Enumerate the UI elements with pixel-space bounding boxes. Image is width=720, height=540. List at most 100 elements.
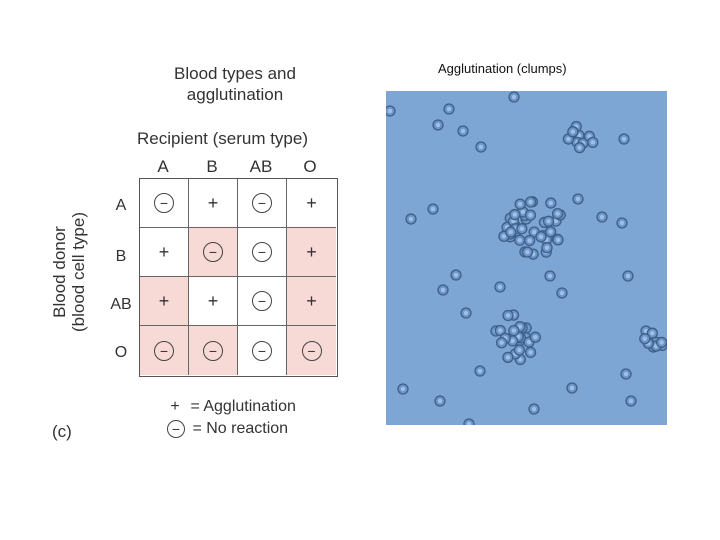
column-header-b: B	[206, 157, 218, 176]
plus-symbol: +	[207, 192, 219, 213]
diagram-title: Blood types and agglutination	[150, 63, 320, 105]
grid-cell-r2-c0: +	[140, 277, 189, 326]
blood-cell-center	[533, 334, 538, 340]
blood-cell-center	[590, 140, 596, 145]
blood-cell-center	[453, 272, 459, 278]
blood-cell-center	[527, 238, 532, 243]
blood-cell-center	[512, 212, 518, 217]
micrograph-title: Agglutination (clumps)	[438, 61, 567, 76]
plus-symbol: +	[158, 241, 170, 262]
blood-cell-center	[440, 287, 446, 293]
blood-cell-center	[505, 355, 511, 360]
blood-cell-center	[510, 338, 515, 344]
grid-cell-r0-c1: +	[189, 179, 238, 228]
agglutination-grid: −+−++−−+++−+−−−−	[139, 178, 338, 377]
grid-cell-r0-c2: −	[238, 179, 287, 228]
grid-cell-r0-c3: +	[287, 179, 336, 228]
blood-cell-center	[528, 350, 533, 355]
blood-cell-center	[546, 218, 551, 224]
blood-cell-center	[387, 108, 393, 114]
blood-cell-center	[437, 398, 443, 404]
blood-cell-center	[544, 245, 550, 250]
minus-symbol: −	[171, 421, 181, 437]
circled-minus-icon: −	[252, 291, 272, 311]
blood-cell-center	[575, 196, 581, 202]
blood-cell-center	[555, 237, 561, 243]
blood-cell-center	[520, 209, 526, 215]
grid-cell-r0-c0: −	[140, 179, 189, 228]
plus-symbol: +	[158, 290, 170, 311]
blood-cell-center	[430, 206, 436, 212]
blood-cell-center	[628, 398, 634, 404]
blood-cell-center	[566, 136, 571, 142]
panel-label: (c)	[52, 422, 72, 441]
blood-cell-center	[528, 212, 533, 218]
blood-cell-center	[501, 234, 507, 239]
plus-symbol: +	[170, 398, 180, 415]
grid-cell-r1-c2: −	[238, 228, 287, 277]
blood-cell-center	[498, 328, 503, 333]
blood-cell-center	[548, 200, 554, 206]
blood-cell-center	[577, 145, 582, 150]
blood-cell-center	[599, 214, 605, 220]
grid-cell-r2-c1: +	[189, 277, 238, 326]
legend-no-reaction: − = No reaction	[164, 420, 288, 438]
blood-cell-center	[460, 128, 466, 134]
grid-cell-r1-c3: +	[287, 228, 336, 277]
micrograph-image	[386, 91, 667, 425]
blood-cell-center	[511, 328, 517, 333]
blood-cell-center	[625, 273, 631, 279]
row-header-a: A	[115, 197, 127, 214]
blood-cell-center	[517, 324, 523, 329]
grid-cell-r3-c0: −	[140, 326, 189, 375]
blood-cell-center	[528, 199, 533, 205]
circled-minus-icon: −	[203, 340, 223, 361]
blood-cell-center	[619, 220, 625, 226]
blood-cell-center	[497, 284, 503, 290]
diagram-title-line2: agglutination	[186, 85, 284, 104]
blood-cell-center	[538, 234, 544, 239]
blood-cell-center	[408, 216, 414, 222]
plus-symbol: +	[306, 290, 317, 311]
circled-minus-icon: −	[203, 242, 223, 262]
plus-symbol: +	[306, 192, 317, 213]
blood-cell-center	[499, 340, 504, 345]
column-header-a: A	[157, 157, 169, 176]
blood-cell-center	[511, 94, 517, 100]
blood-cell-center	[570, 129, 576, 134]
circled-minus-icon: −	[167, 420, 185, 438]
blood-cell-center	[569, 385, 575, 391]
blood-cell-center	[517, 347, 522, 353]
blood-cell-center	[659, 340, 664, 345]
donor-label-line2: (blood cell type)	[69, 212, 88, 333]
blood-cell-center	[623, 371, 629, 377]
blood-cell-center	[478, 144, 484, 150]
blood-cell-center	[553, 218, 559, 224]
legend-agglutination: + = Agglutination	[164, 398, 296, 416]
row-header-b: B	[115, 248, 127, 265]
circled-minus-icon: −	[154, 340, 174, 361]
blood-cell-center	[517, 237, 522, 243]
circled-minus-icon: −	[252, 340, 272, 361]
circled-minus-icon: −	[154, 193, 174, 213]
plus-symbol: +	[207, 290, 219, 311]
blood-cell-center	[531, 229, 537, 235]
blood-cell-center	[463, 310, 469, 316]
column-header-o: O	[303, 157, 317, 176]
circled-minus-icon: −	[301, 340, 322, 361]
blood-cell-center	[621, 136, 627, 142]
row-header-o: O	[114, 344, 128, 361]
blood-cell-center	[505, 313, 511, 318]
blood-cell-center	[526, 339, 532, 345]
blood-cell-center	[400, 386, 406, 392]
grid-cell-r3-c2: −	[238, 326, 287, 375]
blood-cell-center	[548, 229, 553, 234]
blood-cell-center	[650, 330, 655, 336]
blood-cell-center	[508, 229, 514, 235]
circled-minus-icon: −	[252, 242, 272, 262]
row-header-ab: AB	[110, 296, 132, 313]
blood-cell-center	[446, 106, 452, 112]
grid-cell-r3-c3: −	[287, 326, 336, 375]
blood-cell-center	[559, 290, 565, 296]
blood-cell-center	[555, 211, 560, 216]
